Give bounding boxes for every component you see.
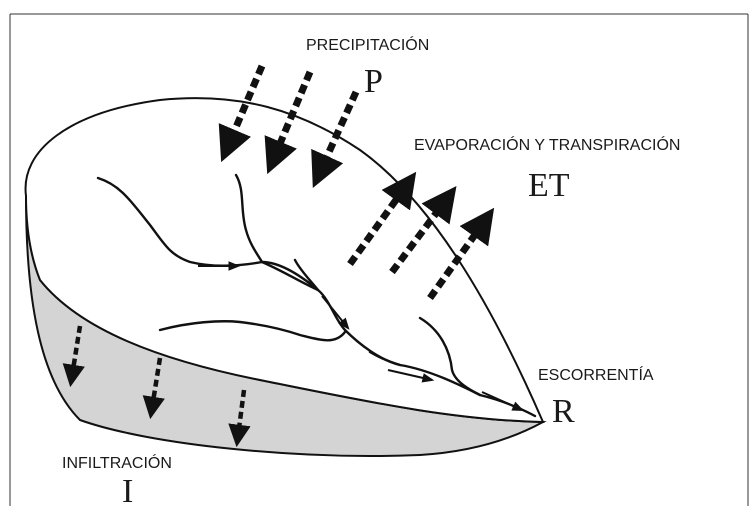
precipitation-symbol: P: [364, 63, 383, 100]
runoff-label: ESCORRENTÍA: [538, 365, 654, 384]
evapotranspiration-symbol: ET: [528, 167, 570, 204]
infiltration-symbol: I: [122, 473, 133, 506]
precipitation-label: PRECIPITACIÓN: [306, 35, 429, 54]
runoff-symbol: R: [552, 393, 575, 430]
infiltration-label: INFILTRACIÓN: [62, 453, 172, 472]
evapotranspiration-label: EVAPORACIÓN Y TRANSPIRACIÓN: [414, 135, 680, 154]
